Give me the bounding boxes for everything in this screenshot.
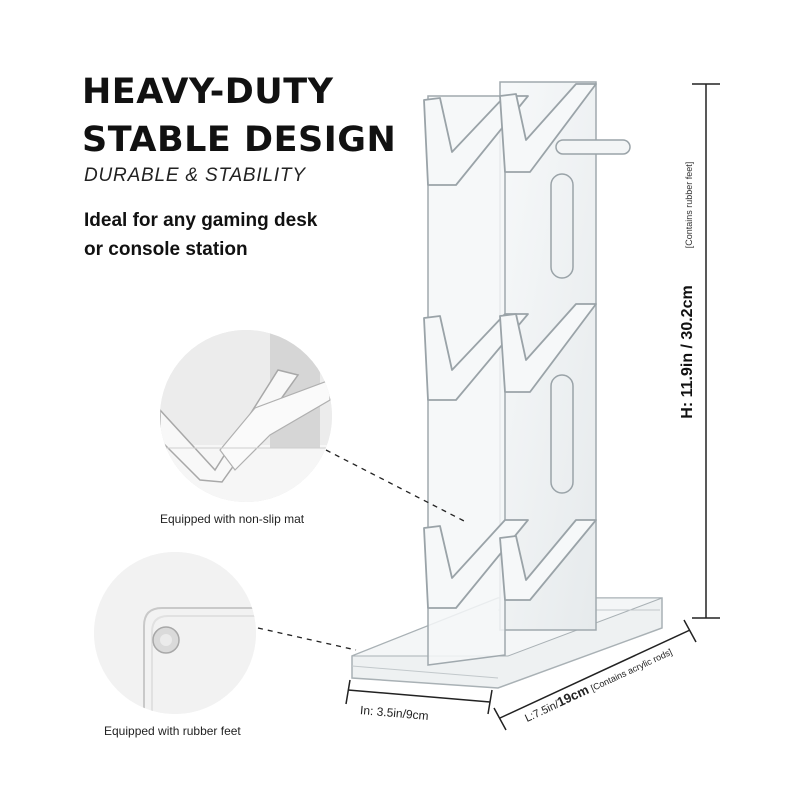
height-note: [Contains rubber feet] <box>684 161 694 249</box>
rubber-feet-illustration <box>94 552 256 714</box>
non-slip-mat-closeup <box>160 330 332 502</box>
non-slip-mat-illustration <box>160 330 332 502</box>
description-line-1: Ideal for any gaming desk <box>84 210 318 231</box>
width-dimension-line <box>345 679 493 715</box>
description-line-2: or console station <box>84 239 248 260</box>
height-label: H: 11.9in / 30.2cm <box>679 285 696 419</box>
tagline: DURABLE & STABILITY <box>84 165 306 186</box>
holder-middle-back <box>499 303 597 393</box>
acrylic-rod <box>555 139 631 155</box>
rubber-feet-closeup <box>94 552 256 714</box>
caption-non-slip-mat: Equipped with non-slip mat <box>160 512 305 526</box>
length-dimension-line <box>493 619 697 731</box>
description: Ideal for any gaming desk or console sta… <box>84 206 317 264</box>
headline: HEAVY-DUTY STABLE DESIGN <box>82 68 396 164</box>
callout-leader-mat <box>325 449 467 523</box>
caption-rubber-feet: Equipped with rubber feet <box>104 724 241 738</box>
slot-upper <box>550 173 574 279</box>
callout-leader-feet <box>257 627 357 651</box>
holder-top-back <box>499 83 597 173</box>
height-dimension-line <box>692 83 720 619</box>
headline-line-2: STABLE DESIGN <box>82 120 397 160</box>
headline-line-1: HEAVY-DUTY <box>82 72 334 112</box>
controller-holders <box>423 83 597 609</box>
slot-lower <box>550 374 574 494</box>
holder-bottom-back <box>499 519 597 601</box>
